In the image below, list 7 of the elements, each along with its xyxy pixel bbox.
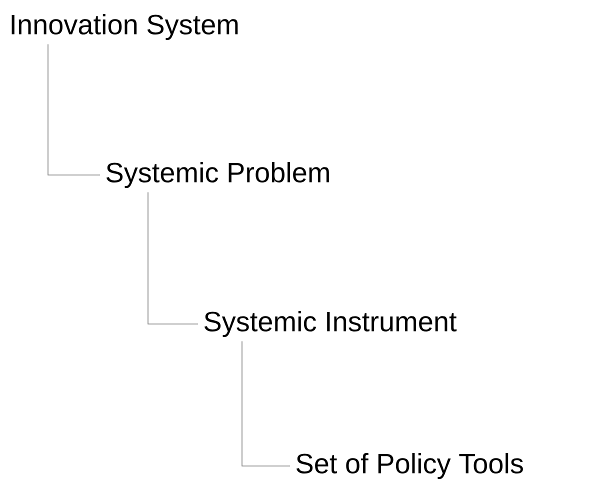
connector-line (48, 44, 100, 176)
connector-line (148, 192, 198, 324)
tree-label: Innovation System (12, 14, 238, 40)
tree-label: Systemic Problem (106, 162, 329, 188)
tree-label: Set of Policy Tools (296, 452, 523, 480)
tree-label: Systemic Instrument (204, 310, 457, 338)
connector-line (242, 340, 290, 466)
